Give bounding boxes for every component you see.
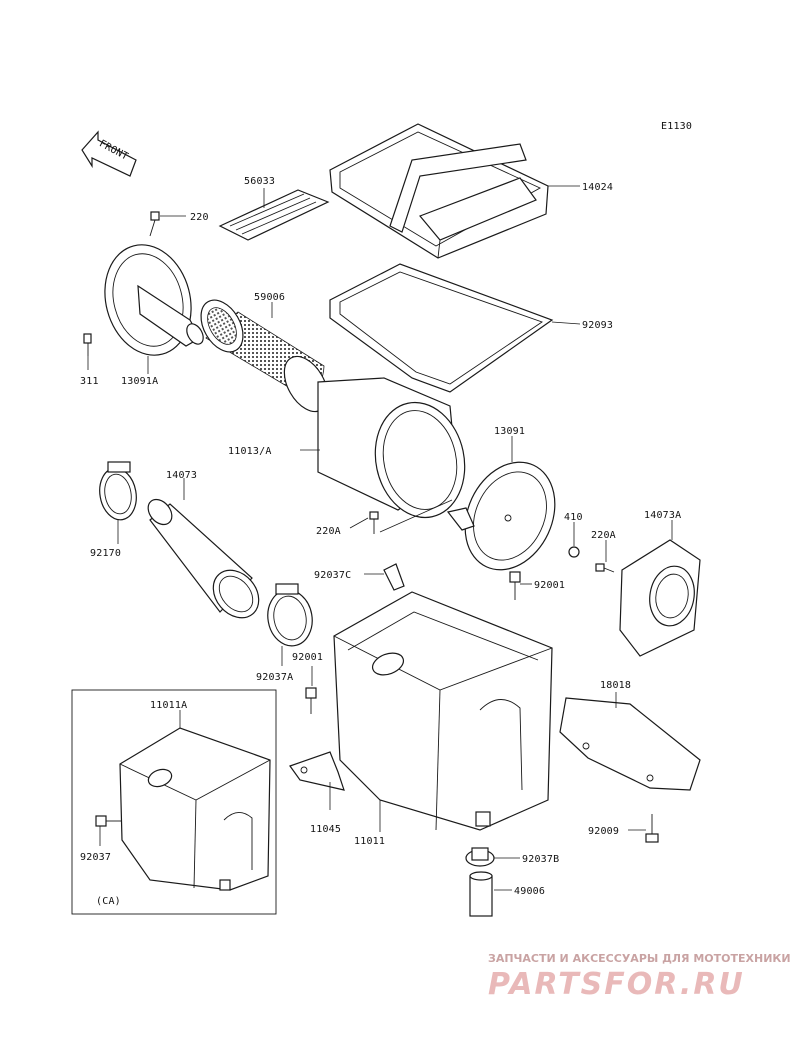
label-14024: 14024: [582, 182, 613, 193]
bolt-92001-left: [305, 687, 317, 714]
label-14073A: 14073A: [644, 510, 681, 521]
airbox-lid-14024: [329, 123, 549, 259]
label-92170: 92170: [90, 548, 121, 559]
cover-13091A: [104, 244, 204, 356]
label-220A-left: 220A: [316, 526, 341, 537]
screw-220: [149, 211, 160, 237]
label-92093: 92093: [582, 320, 613, 331]
label-59006: 59006: [254, 292, 285, 303]
label-ca: (CA): [96, 896, 121, 907]
front-arrow-icon: FRONT: [81, 130, 137, 177]
label-92037C: 92037C: [314, 570, 351, 581]
clamp-92037A: [267, 583, 313, 647]
bracket-11045: [289, 751, 345, 791]
label-92037B: 92037B: [522, 854, 559, 865]
label-220A-right: 220A: [591, 530, 616, 541]
label-56033: 56033: [244, 176, 275, 187]
label-13091A: 13091A: [121, 376, 158, 387]
inset-box-ca: [71, 689, 277, 915]
label-92037A: 92037A: [256, 672, 293, 683]
clip-92037C: [383, 563, 405, 591]
gasket-92093: [329, 263, 554, 393]
duct-14073A: [619, 539, 701, 657]
label-11013A: 11013/A: [228, 446, 272, 457]
nut-410: [568, 546, 580, 558]
cover-13091: [446, 461, 556, 571]
bolt-92009: [645, 814, 659, 843]
mesh-screen-59006: [200, 299, 329, 413]
label-18018: 18018: [600, 680, 631, 691]
label-92001-left: 92001: [292, 652, 323, 663]
clamp-92037B: [465, 847, 495, 867]
label-92009: 92009: [588, 826, 619, 837]
clamp-92170: [99, 461, 137, 521]
label-220: 220: [190, 212, 209, 223]
label-14073: 14073: [166, 470, 197, 481]
airbox-case-11011A: [119, 727, 271, 891]
diagram-code: E1130: [661, 121, 692, 132]
label-11011A: 11011A: [150, 700, 187, 711]
label-410: 410: [564, 512, 583, 523]
watermark-tagline: ЗАПЧАСТИ И АКСЕССУАРЫ ДЛЯ МОТОТЕХНИКИ: [488, 952, 791, 965]
screw-220A-right: [595, 563, 615, 573]
bolt-311: [83, 333, 92, 356]
air-filter-11013A: [300, 377, 466, 519]
label-311: 311: [80, 376, 99, 387]
guard-18018: [559, 697, 701, 791]
label-92001-right: 92001: [534, 580, 565, 591]
filter-strip-56033: [218, 189, 330, 241]
intake-boot-14073: [147, 498, 260, 619]
label-49006: 49006: [514, 886, 545, 897]
label-11011: 11011: [354, 836, 385, 847]
screw-220A-left: [369, 511, 379, 534]
label-92037: 92037: [80, 852, 111, 863]
tube-49006: [469, 871, 493, 917]
watermark-logo: PARTSFOR.RU: [488, 967, 745, 1002]
label-13091: 13091: [494, 426, 525, 437]
airbox-case-11011: [333, 591, 553, 831]
label-11045: 11045: [310, 824, 341, 835]
bolt-92001-right: [509, 571, 521, 600]
bolt-92037-inset: [95, 815, 122, 827]
